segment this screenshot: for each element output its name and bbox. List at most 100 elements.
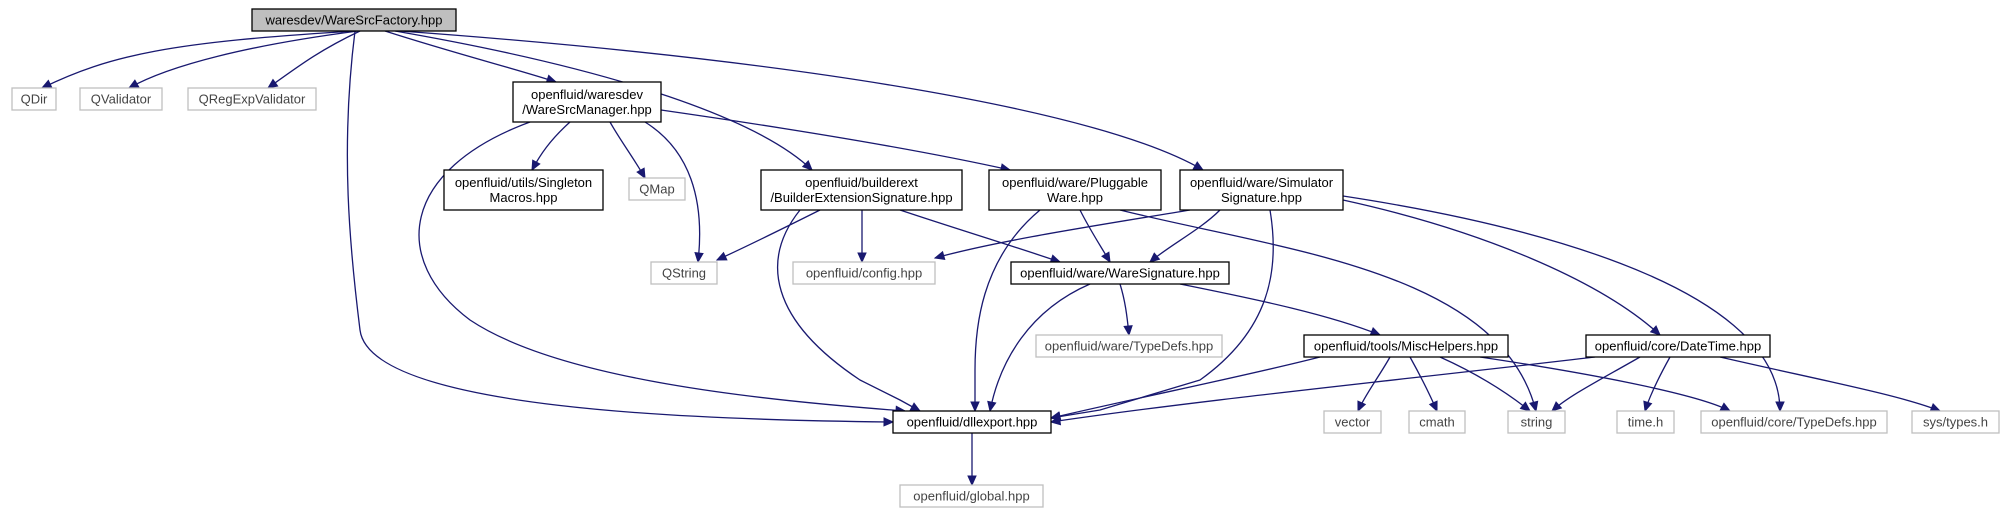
node-label: openfluid/waresdev — [531, 87, 644, 102]
node-box — [1616, 410, 1675, 434]
edges-layer — [40, 30, 1942, 487]
edge-root-to-qdir — [41, 30, 357, 89]
node-box — [11, 87, 57, 111]
node-label: openfluid/ware/WareSignature.hpp — [1020, 266, 1220, 281]
arrowhead — [1149, 252, 1161, 263]
arrowhead — [909, 402, 922, 412]
node-label: vector — [1335, 415, 1371, 430]
node-label: QRegExpValidator — [199, 92, 306, 107]
edge-root-to-qvalidator — [128, 30, 359, 89]
arrowhead — [967, 475, 977, 487]
arrowhead — [715, 251, 728, 261]
node-label: openfluid/config.hpp — [806, 266, 922, 281]
node-label: openfluid/builderext — [805, 175, 918, 190]
node-label: openfluid/core/DateTime.hpp — [1595, 339, 1761, 354]
node-box — [792, 261, 936, 285]
edge-dt-to-string — [1551, 356, 1641, 412]
arrowhead — [1649, 325, 1661, 336]
arrowhead — [40, 79, 53, 89]
node-label: QMap — [639, 182, 674, 197]
node-label: openfluid/utils/Singleton — [455, 175, 592, 190]
edge-mh-to-dll — [1050, 356, 1321, 419]
edge-ss-to-ws — [1149, 209, 1221, 263]
node-label: string — [1521, 415, 1553, 430]
edge-mh-to-ctd — [1479, 356, 1731, 412]
arrowhead — [801, 159, 813, 171]
node-mh[interactable]: openfluid/tools/MiscHelpers.hpp — [1303, 334, 1509, 358]
node-label: openfluid/ware/TypeDefs.hpp — [1045, 339, 1213, 354]
edge-root-to-wsm — [384, 30, 557, 83]
arrowhead — [1049, 415, 1062, 426]
node-box — [892, 410, 1052, 434]
node-qdir: QDir — [11, 87, 57, 111]
node-config: openfluid/config.hpp — [792, 261, 936, 285]
node-ws[interactable]: openfluid/ware/WareSignature.hpp — [1010, 261, 1230, 285]
node-label: Macros.hpp — [490, 190, 558, 205]
arrowhead — [1369, 327, 1382, 336]
node-label: openfluid/global.hpp — [913, 489, 1029, 504]
node-box — [443, 169, 604, 211]
edge-mh-to-string — [1439, 356, 1531, 412]
node-vector: vector — [1323, 410, 1382, 434]
arrowhead — [127, 79, 140, 89]
node-box — [1010, 261, 1230, 285]
edge-ss-to-dll — [1050, 209, 1274, 419]
node-label: QDir — [21, 92, 48, 107]
node-string: string — [1507, 410, 1566, 434]
node-box — [1179, 169, 1344, 211]
node-qregexp: QRegExpValidator — [187, 87, 317, 111]
edge-bes-to-ws — [899, 209, 1061, 263]
node-label: openfluid/tools/MiscHelpers.hpp — [1314, 339, 1498, 354]
node-cmath: cmath — [1408, 410, 1466, 434]
edge-ss-to-dt — [1342, 199, 1661, 336]
node-global: openfluid/global.hpp — [899, 484, 1044, 508]
node-box — [187, 87, 317, 111]
node-label: Signature.hpp — [1221, 190, 1302, 205]
node-box — [1507, 410, 1566, 434]
node-qstring: QString — [650, 261, 718, 285]
node-bes[interactable]: openfluid/builderext/BuilderExtensionSig… — [760, 169, 963, 211]
node-box — [988, 169, 1162, 211]
edge-dt-to-dll — [1050, 356, 1596, 423]
node-label: openfluid/ware/Simulator — [1190, 175, 1334, 190]
arrowhead — [531, 159, 541, 172]
arrowhead — [1357, 400, 1367, 413]
edge-wsm-to-pw — [660, 109, 1011, 171]
edge-wsm-to-dll — [418, 121, 906, 412]
arrowhead — [694, 252, 704, 264]
node-box — [512, 81, 662, 123]
node-box — [1700, 410, 1888, 434]
arrowhead — [1428, 400, 1438, 413]
edge-pw-to-string — [1119, 209, 1537, 412]
node-root[interactable]: waresdev/WareSrcFactory.hpp — [251, 8, 457, 32]
arrowhead — [1775, 401, 1785, 413]
node-box — [1035, 334, 1223, 358]
node-box — [1303, 334, 1509, 358]
node-label: waresdev/WareSrcFactory.hpp — [264, 13, 442, 28]
node-box — [628, 177, 686, 201]
node-systypes: sys/types.h — [1911, 410, 2000, 434]
edge-ss-to-ctd — [1342, 195, 1781, 412]
node-label: QValidator — [91, 92, 152, 107]
arrowhead — [1529, 400, 1539, 413]
node-dll[interactable]: openfluid/dllexport.hpp — [892, 410, 1052, 434]
node-box — [1585, 334, 1771, 358]
node-wsm[interactable]: openfluid/waresdev/WareSrcManager.hpp — [512, 81, 662, 123]
edge-bes-to-dll — [777, 209, 921, 412]
edge-dt-to-systypes — [1719, 356, 1941, 412]
edge-root-to-dll — [346, 30, 894, 423]
node-box — [1911, 410, 2000, 434]
node-box — [760, 169, 963, 211]
arrowhead — [1192, 161, 1205, 171]
edge-root-to-bes — [394, 30, 813, 171]
arrowhead — [857, 252, 867, 264]
node-dt[interactable]: openfluid/core/DateTime.hpp — [1585, 334, 1771, 358]
arrowhead — [1123, 325, 1133, 337]
node-box — [251, 8, 457, 32]
edge-ss-to-config — [934, 209, 1191, 259]
node-label: /WareSrcManager.hpp — [522, 102, 652, 117]
